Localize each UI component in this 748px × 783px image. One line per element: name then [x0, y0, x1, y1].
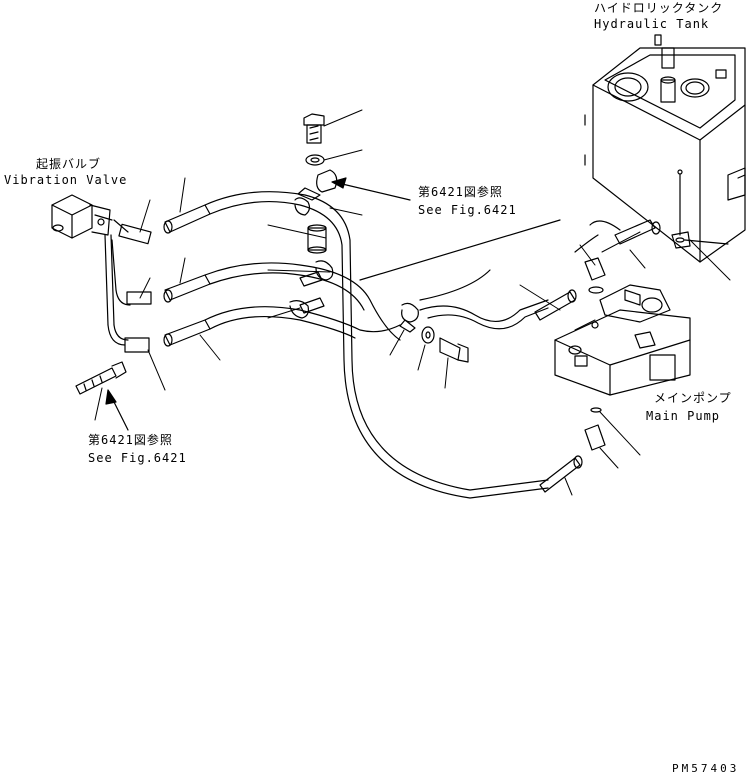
bolt-and-washer-top	[303, 113, 325, 166]
see-fig-jp-label-1: 第6421図参照	[418, 184, 503, 199]
main-pump-en-label: Main Pump	[646, 409, 720, 423]
pump-side-fittings	[534, 219, 691, 493]
vibration-valve-jp-label: 起振バルブ	[36, 156, 101, 171]
vibration-valve	[51, 194, 152, 353]
reference-arrows	[105, 177, 411, 431]
clamps	[289, 169, 419, 333]
main-pump	[554, 284, 691, 396]
hydraulic-tank-en-label: Hydraulic Tank	[594, 17, 709, 31]
spacer-sleeve	[307, 224, 327, 254]
hose-lines	[204, 191, 621, 499]
see-fig-en-label-1: See Fig.6421	[418, 203, 517, 217]
vibration-valve-en-label: Vibration Valve	[4, 173, 127, 187]
drawing-code: PM57403	[672, 762, 739, 775]
see-fig-jp-label-2: 第6421図参照	[88, 432, 173, 447]
bolt-and-washer-middle	[421, 326, 469, 363]
left-hose-fittings	[163, 204, 211, 347]
leader-lines	[139, 109, 731, 496]
see-fig-en-label-2: See Fig.6421	[88, 451, 187, 465]
hydraulic-tank	[584, 34, 746, 263]
main-pump-jp-label: メインポンプ	[654, 391, 732, 405]
hose-end-bottom-left	[75, 361, 127, 421]
hydraulic-tank-jp-label: ハイドロリックタンク	[594, 1, 723, 15]
